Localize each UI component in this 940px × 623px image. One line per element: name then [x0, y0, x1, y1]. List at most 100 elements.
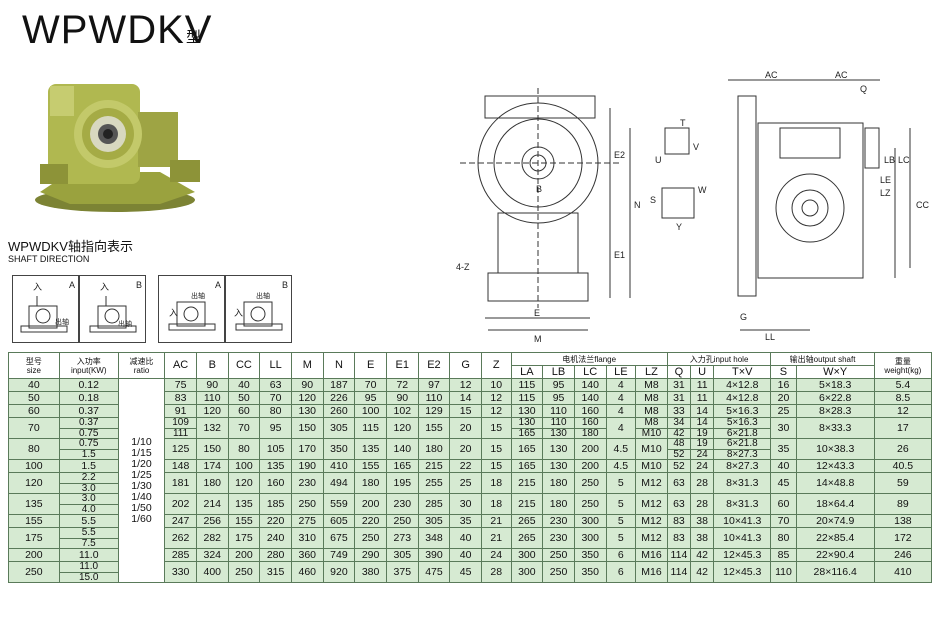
cell-lc: 200 [573, 459, 607, 473]
cell-lb: 110 [542, 404, 575, 418]
dim-ac-1: AC [765, 70, 778, 80]
cell-q: 31 [666, 391, 692, 405]
cell-m: 120 [290, 391, 324, 405]
cell-n: 410 [322, 459, 356, 473]
cell-m: 130 [290, 404, 324, 418]
cell-ll: 105 [259, 438, 292, 460]
hdr-lc: LC [573, 365, 607, 379]
cell-n: 305 [322, 417, 356, 439]
cell-m: 150 [290, 417, 324, 439]
cell-lb: 130 [542, 459, 575, 473]
ratio-value: 1/40 [131, 490, 152, 503]
cell-m: 250 [290, 493, 324, 515]
dim-cc: CC [916, 200, 929, 210]
cell-weight: 40.5 [873, 459, 933, 473]
dir-label-out: 出轴 [256, 291, 270, 300]
hdr-e2: E2 [417, 352, 451, 379]
cell-le: 4.5 [605, 438, 637, 460]
cell-s: 45 [770, 472, 797, 494]
cell-wxy: 22×90.4 [795, 548, 875, 562]
cell-txv-part: 5×16.3 [726, 417, 758, 428]
cell-ac: 247 [164, 514, 197, 528]
cell-weight: 246 [873, 548, 933, 562]
cell-txv-part: 8×27.3 [714, 448, 771, 460]
cell-u: 38 [690, 514, 715, 528]
cell-m: 310 [290, 527, 324, 549]
cell-weight: 8.5 [873, 391, 933, 405]
cell-ac: 75 [164, 378, 197, 392]
cell-wxy: 12×43.3 [795, 459, 875, 473]
cell-g: 20 [449, 417, 482, 439]
hdr-txv: T×V [713, 365, 772, 379]
cell-lz-part: M10 [636, 427, 667, 439]
cell-input-part: 1.5 [59, 448, 118, 460]
cell-s: 60 [770, 493, 797, 515]
cell-lz: M8 [635, 404, 668, 418]
cell-txv: 12×45.3 [713, 548, 772, 562]
cell-cc: 100 [227, 459, 261, 473]
hdr-g: G [449, 352, 482, 379]
cell-e: 100 [354, 404, 387, 418]
dir-label-letter: B [136, 280, 142, 290]
cell-la: 115 [510, 378, 544, 392]
cell-wxy: 18×64.4 [795, 493, 875, 515]
cell-ac-part: 111 [165, 427, 196, 439]
cell-m: 230 [290, 472, 324, 494]
hdr-weight-en: weight(kg) [884, 365, 922, 375]
cell-e1: 165 [385, 459, 419, 473]
shaft-direction-box-1: 入 A 出轴 [12, 275, 79, 343]
cell-u: 42 [690, 561, 715, 583]
cell-weight: 17 [873, 417, 933, 439]
cell-lc: 140 [573, 391, 607, 405]
cell-n: 226 [322, 391, 356, 405]
cell-la: 265 [510, 527, 544, 549]
cell-u: 24 [690, 459, 715, 473]
hdr-cc: CC [227, 352, 261, 379]
hdr-ac: AC [164, 352, 197, 379]
cell-ll: 240 [259, 527, 292, 549]
cell-lc: 160 [573, 404, 607, 418]
cell-e2: 305 [417, 514, 451, 528]
cell-e: 250 [354, 527, 387, 549]
cell-z: 15 [480, 438, 512, 460]
cell-e: 180 [354, 472, 387, 494]
hdr-le: LE [605, 365, 637, 379]
dim-lz: LZ [880, 188, 891, 198]
cell-m: 360 [290, 548, 324, 562]
cell-e2: 215 [417, 459, 451, 473]
cell-la: 165 [510, 459, 544, 473]
cell-cc: 60 [227, 404, 261, 418]
ratio-value: 1/30 [131, 479, 152, 492]
hdr-u: U [690, 365, 715, 379]
cell-ll: 220 [259, 514, 292, 528]
cell-e2: 348 [417, 527, 451, 549]
cell-ll: 185 [259, 493, 292, 515]
cell-e2: 390 [417, 548, 451, 562]
cell-lc: 140 [573, 378, 607, 392]
hdr-input-cn: 入功率 [76, 356, 101, 366]
cell-txv: 5×16.3 [713, 404, 772, 418]
cell-txv: 4×12.8 [713, 391, 772, 405]
page-title: WPWDKV [22, 8, 213, 52]
cell-input-part: 2.2 [81, 472, 96, 483]
cell-weight: 59 [873, 472, 933, 494]
cell-le: 6 [605, 561, 637, 583]
cell-q-part: 52 [667, 448, 691, 460]
cell-cc: 80 [227, 438, 261, 460]
cell-le: 5 [605, 514, 637, 528]
cell-z: 15 [480, 459, 512, 473]
hdr-q: Q [666, 365, 692, 379]
cell-input-part: 0.37 [79, 417, 99, 428]
cell-q: 33 [666, 404, 692, 418]
dim-u: U [655, 155, 662, 165]
dim-q: Q [860, 84, 867, 94]
cell-e1: 230 [385, 493, 419, 515]
cell-txv: 10×41.3 [713, 514, 772, 528]
cell-b: 110 [195, 391, 229, 405]
